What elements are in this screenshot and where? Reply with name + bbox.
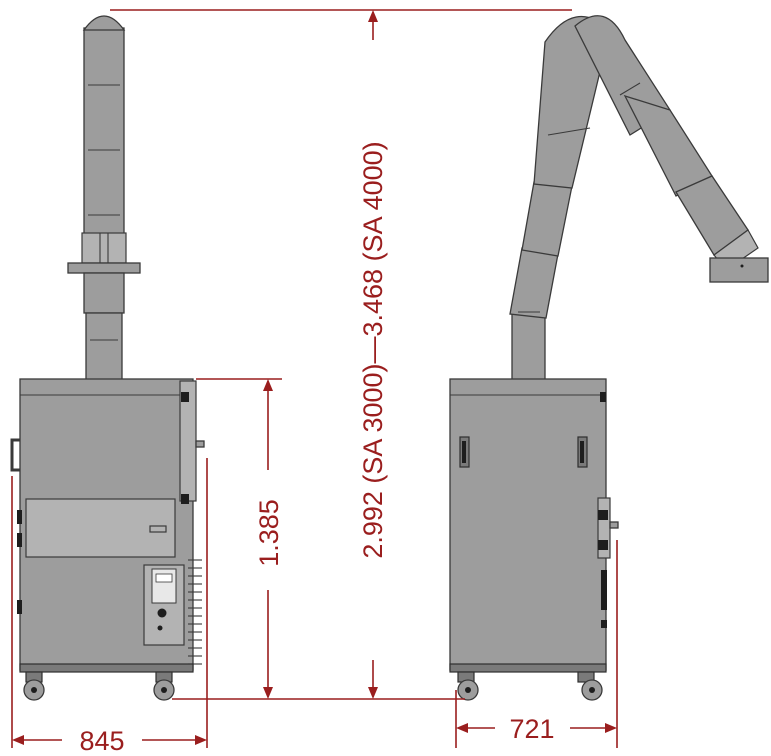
front-width-label: 845: [79, 726, 124, 756]
side-width-label: 721: [509, 714, 554, 744]
cabinet-height-label: 1.385: [254, 499, 284, 567]
side-arm: [509, 15, 769, 382]
front-view: [10, 15, 205, 701]
front-castor-right: [153, 671, 175, 701]
front-vent-ribs: [188, 559, 202, 665]
side-castor-left: [457, 671, 479, 701]
overall-height-label: 2.992 (SA 3000)—3.468 (SA 4000): [358, 141, 388, 558]
side-cabinet: [449, 378, 619, 673]
front-cabinet: [10, 378, 205, 673]
side-view: [449, 15, 769, 701]
dimension-labels: 2.992 (SA 3000)—3.468 (SA 4000) 1.385 84…: [79, 40, 555, 756]
front-vertical-pipe: [67, 15, 141, 382]
side-castor-right: [577, 671, 603, 701]
front-castor-left: [23, 671, 45, 701]
